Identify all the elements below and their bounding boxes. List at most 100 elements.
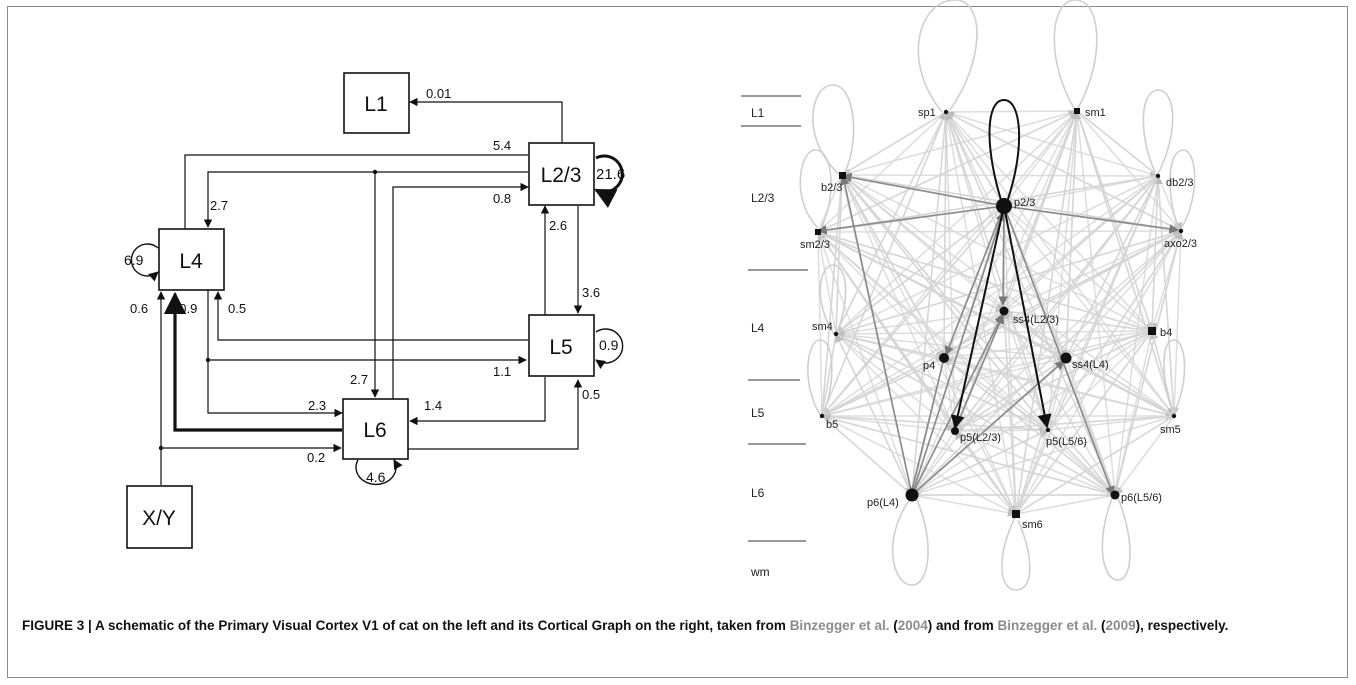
node-label: db2/3	[1166, 177, 1194, 189]
graph-edge	[945, 110, 1078, 113]
graph-edge	[1015, 415, 1175, 515]
graph-edge	[841, 174, 1182, 232]
graph-edge	[1076, 110, 1182, 232]
node-label: p5(L5/6)	[1046, 436, 1087, 448]
self-loop-l6: 4.6	[355, 459, 403, 486]
graph-edge	[1003, 310, 1067, 359]
graph-edge	[1015, 330, 1153, 515]
node-sm1	[1074, 108, 1080, 114]
graph-edge	[821, 330, 1153, 419]
weight-label: 3.6	[582, 285, 600, 300]
graph-edge	[911, 111, 947, 496]
graph-edge	[943, 357, 1116, 496]
graph-edge	[1015, 494, 1116, 515]
weight-label: 0.5	[228, 301, 246, 316]
layer-label: wm	[750, 565, 770, 579]
graph-edge	[1154, 175, 1175, 417]
citation-year[interactable]: 2009	[1105, 618, 1136, 633]
edge-l6-l4-strong	[163, 291, 342, 432]
citation-year[interactable]: 2004	[897, 618, 928, 633]
graph-edge	[945, 111, 1116, 496]
weight-label: 1.4	[424, 398, 442, 413]
graph-edge	[954, 357, 1067, 432]
graph-nodes	[815, 108, 1184, 518]
graph-edge	[1003, 175, 1159, 312]
self-loops-light	[799, 0, 1196, 591]
box-xy: X/Y	[126, 485, 193, 549]
node-label: p5(L2/3)	[960, 432, 1001, 444]
box-l4: L4	[158, 228, 225, 291]
graph-edge	[1076, 110, 1175, 417]
weight-label: 2.3	[308, 398, 326, 413]
box-l5: L5	[528, 314, 595, 377]
node-p5l23	[951, 427, 959, 435]
graph-edge	[1114, 230, 1184, 496]
node-p6l4	[905, 488, 919, 502]
graph-edge	[821, 357, 1067, 417]
cortical-graph: L1 L2/3 L4 L5 L6 wm	[741, 0, 1197, 591]
graph-edge	[945, 111, 1153, 332]
weight-label: 0.2	[307, 450, 325, 465]
node-p6l56	[1110, 490, 1120, 500]
graph-edge	[841, 174, 1116, 496]
graph-edge	[835, 333, 913, 496]
node-sm23	[815, 229, 821, 235]
box-label: L1	[364, 93, 387, 116]
graph-edge	[954, 425, 1049, 435]
graph-edge	[841, 111, 947, 176]
weight-label: 0.9	[599, 337, 619, 353]
node-label: ss4(L2/3)	[1013, 314, 1059, 326]
node-label: sp1	[918, 107, 936, 119]
graph-edge	[1015, 110, 1081, 515]
graph-edge	[817, 231, 837, 335]
edges-dark	[950, 98, 1052, 430]
caption-text: FIGURE 3 | A schematic of the Primary Vi…	[22, 618, 790, 633]
graph-edge	[945, 111, 1175, 417]
edge-l6-l23	[392, 182, 529, 400]
weight-label: 0.01	[426, 86, 451, 101]
graph-edge	[911, 415, 1175, 496]
node-label: p6(L5/6)	[1121, 492, 1162, 504]
graph-edge	[817, 231, 823, 417]
graph-edge	[835, 111, 947, 335]
node-label: p6(L4)	[867, 497, 899, 509]
self-loop-l23: 21.6	[594, 154, 625, 208]
node-p5l56	[1045, 427, 1051, 433]
box-label: L6	[363, 419, 386, 442]
graph-edge	[1065, 330, 1153, 359]
graph-edge	[817, 174, 843, 233]
graph-edge	[1065, 110, 1082, 359]
node-label: sm2/3	[800, 239, 830, 251]
node-sm4	[833, 331, 839, 337]
box-label: L4	[179, 250, 203, 273]
node-db23	[1155, 173, 1161, 179]
graph-edge	[1003, 310, 1175, 417]
node-label: axo2/3	[1164, 238, 1197, 250]
graph-edge	[1065, 230, 1182, 359]
node-p4	[939, 353, 949, 363]
graph-edge	[945, 111, 1005, 312]
citation-link[interactable]: Binzegger et al.	[789, 618, 890, 633]
graph-edge	[1169, 230, 1182, 417]
graph-edge	[1044, 110, 1078, 431]
v1-schematic: 21.6 6.9 0.9 4.6 L1 L2/3 L4 L5	[124, 72, 625, 549]
box-label: L2/3	[541, 164, 582, 187]
citation-link[interactable]: Binzegger et al.	[997, 618, 1098, 633]
box-l1: L1	[343, 72, 410, 134]
graph-edge	[1047, 230, 1182, 431]
node-label: p4	[923, 360, 935, 372]
node-sm6	[1012, 510, 1020, 518]
graph-edge	[821, 333, 837, 417]
graph-edge	[821, 111, 948, 417]
node-ss4l4	[1060, 352, 1072, 364]
node-label: b2/3	[821, 182, 842, 194]
layer-label: L2/3	[751, 191, 775, 205]
graph-edge	[817, 231, 1005, 312]
caption-text: ) and from	[927, 618, 998, 633]
graph-edge	[1003, 230, 1182, 312]
graph-edge	[1065, 357, 1175, 417]
graph-edge	[835, 110, 1078, 335]
graph-edge	[835, 310, 1005, 338]
node-label: p2/3	[1014, 197, 1035, 209]
graph-edge	[841, 174, 1067, 359]
